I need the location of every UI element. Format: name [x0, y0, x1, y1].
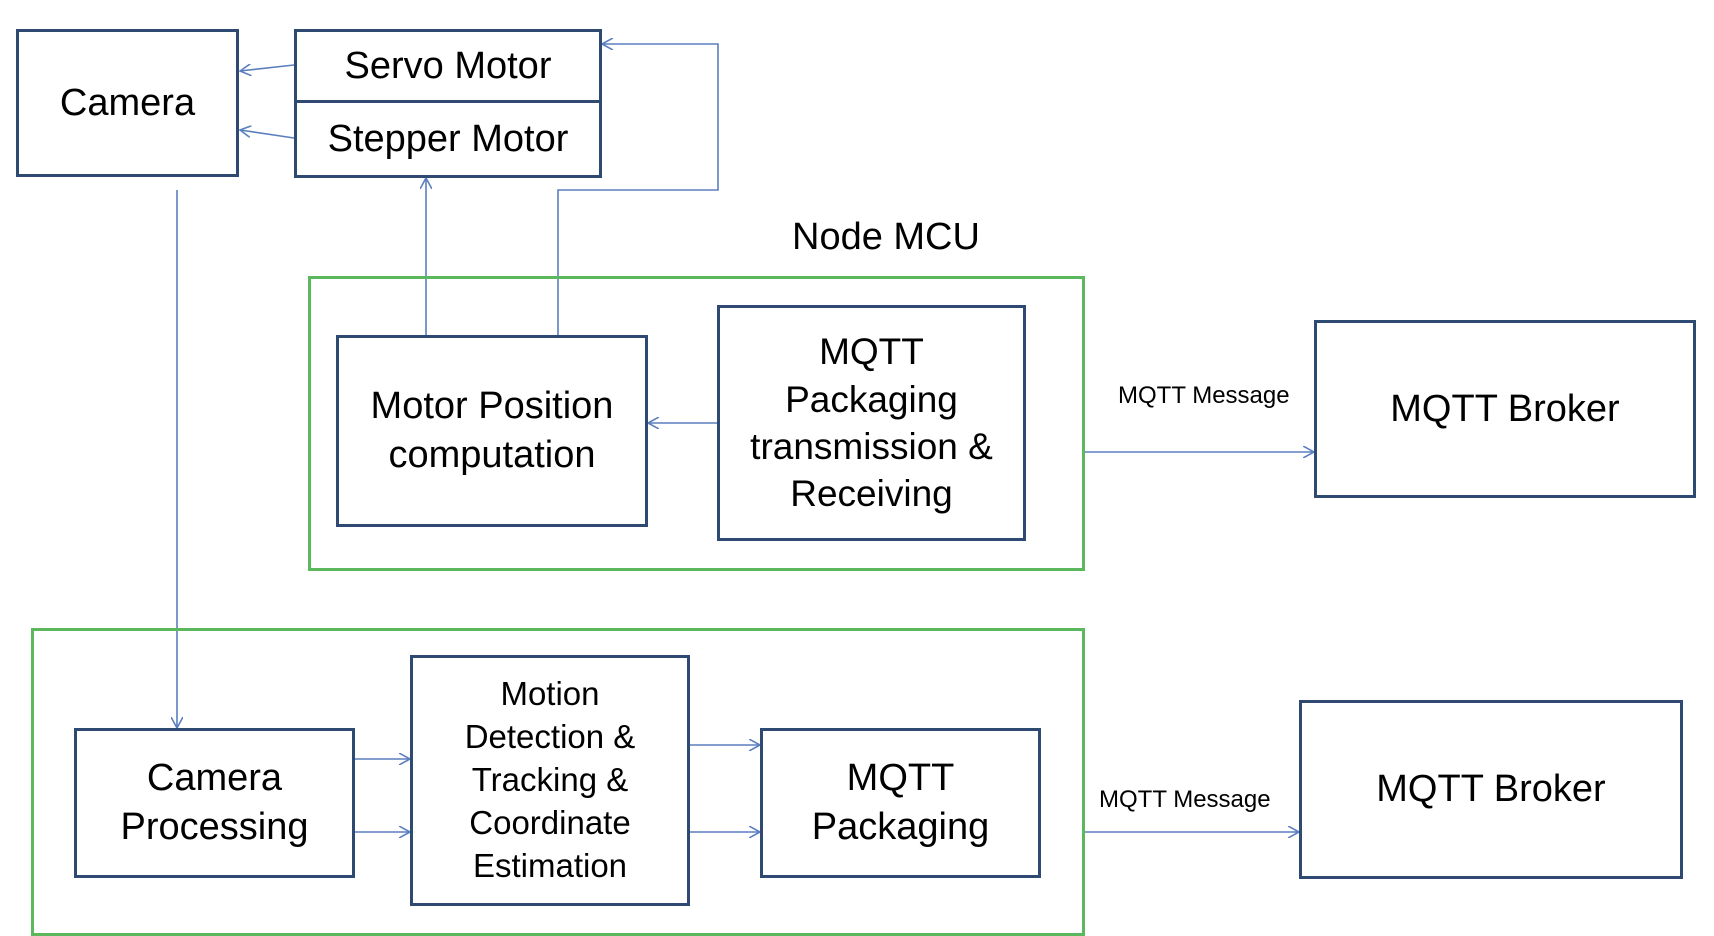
- mqtt-message-bottom-label: MQTT Message: [1099, 786, 1271, 813]
- arrow-servo-to-camera: [240, 65, 295, 71]
- servo-motor-label: Servo Motor: [344, 44, 552, 87]
- mqtt-packaging-tx-rx-label: MQTT Packaging transmission & Receiving: [750, 331, 993, 515]
- stepper-motor-box: Stepper Motor: [294, 100, 602, 178]
- servo-motor-box: Servo Motor: [294, 29, 602, 103]
- arrow-motorpos-to-servo: [557, 44, 719, 335]
- motor-position-box: Motor Position computation: [336, 335, 648, 527]
- mqtt-broker-bottom-box: MQTT Broker: [1299, 700, 1683, 879]
- node-mcu-group: [308, 276, 1085, 571]
- stepper-motor-label: Stepper Motor: [327, 117, 569, 160]
- motion-detection-label: Motion Detection & Tracking & Coordinate…: [464, 675, 636, 884]
- camera-label: Camera: [59, 81, 196, 124]
- motion-detection-box: Motion Detection & Tracking & Coordinate…: [410, 655, 690, 906]
- mqtt-packaging-box: MQTT Packaging: [760, 728, 1041, 878]
- mqtt-packaging-label: MQTT Packaging: [811, 757, 990, 848]
- mqtt-message-top-label: MQTT Message: [1118, 382, 1290, 409]
- mqtt-broker-bottom-label: MQTT Broker: [1376, 768, 1606, 811]
- mqtt-broker-top-label: MQTT Broker: [1390, 387, 1620, 430]
- camera-box: Camera: [16, 29, 239, 177]
- motor-position-label: Motor Position computation: [370, 385, 614, 476]
- camera-processing-box: Camera Processing: [74, 728, 355, 878]
- mqtt-broker-top-box: MQTT Broker: [1314, 320, 1696, 498]
- arrow-stepper-to-camera: [240, 130, 295, 139]
- camera-processing-label: Camera Processing: [120, 757, 309, 848]
- node-mcu-title: Node MCU: [792, 216, 980, 258]
- mqtt-packaging-tx-rx-box: MQTT Packaging transmission & Receiving: [717, 305, 1026, 541]
